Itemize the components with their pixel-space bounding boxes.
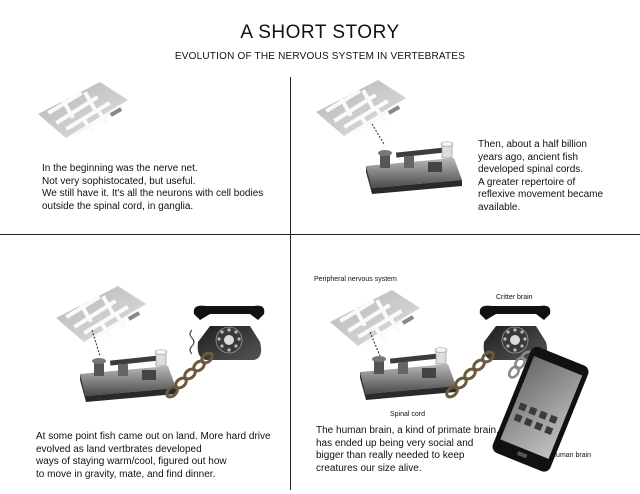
text-line: creatures our size alive. — [316, 463, 499, 476]
nerve-net-switch-icon — [56, 286, 146, 342]
text-line: bigger than really needed to keep — [316, 450, 499, 463]
rotary-telephone-icon — [194, 306, 265, 360]
panel-human-text: The human brain, a kind of primate brain… — [316, 425, 499, 475]
label-human-brain: Human brain — [551, 452, 591, 459]
text-line: evolved as land vertbrates developed — [36, 444, 271, 457]
text-line: The human brain, a kind of primate brain… — [316, 425, 499, 438]
text-line: outside the spinal cord, in ganglia. — [42, 201, 263, 214]
text-line: At some point fish came out on land. Mor… — [36, 431, 271, 444]
nerve-net-switch-icon — [38, 82, 128, 138]
panel-land-text: At some point fish came out on land. Mor… — [36, 431, 271, 481]
text-line: We still have it. It's all the neurons w… — [42, 188, 263, 201]
telegraph-key-icon — [360, 348, 456, 401]
nerve-net-switch-icon — [316, 80, 406, 136]
label-critter-brain: Critter brain — [496, 294, 533, 301]
label-spinal-cord: Spinal cord — [390, 411, 425, 418]
text-line: has ended up being very social and — [316, 438, 499, 451]
panel-nerve-net-text: In the beginning was the nerve net. Not … — [42, 163, 263, 213]
text-line: Not very sophistocated, but useful. — [42, 176, 263, 189]
text-line: years ago, ancient fish — [478, 152, 603, 165]
label-peripheral-nervous-system: Peripheral nervous system — [314, 276, 397, 283]
text-line: Then, about a half billion — [478, 139, 603, 152]
text-line: to move in gravity, mate, and find dinne… — [36, 469, 271, 482]
text-line: available. — [478, 202, 603, 215]
telegraph-key-icon — [366, 142, 462, 195]
text-line: reflexive movement became — [478, 189, 603, 202]
nerve-net-switch-icon — [330, 290, 420, 346]
panel-spinal-cord-text: Then, about a half billion years ago, an… — [478, 139, 603, 214]
text-line: A greater repertoire of — [478, 177, 603, 190]
text-line: ways of staying warm/cool, figured out h… — [36, 456, 271, 469]
text-line: developed spinal cords. — [478, 164, 603, 177]
text-line: In the beginning was the nerve net. — [42, 163, 263, 176]
telegraph-key-icon — [80, 350, 176, 403]
